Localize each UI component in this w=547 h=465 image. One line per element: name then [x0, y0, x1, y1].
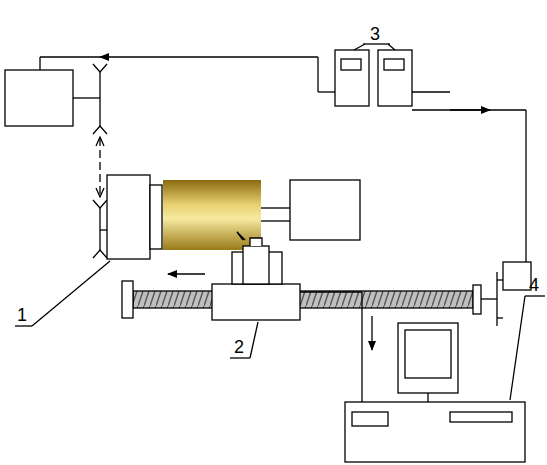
callout-number: 2: [234, 338, 244, 356]
callout-number: 1: [17, 306, 27, 324]
callout-number: 3: [370, 25, 380, 43]
callout-number: 4: [529, 276, 539, 294]
